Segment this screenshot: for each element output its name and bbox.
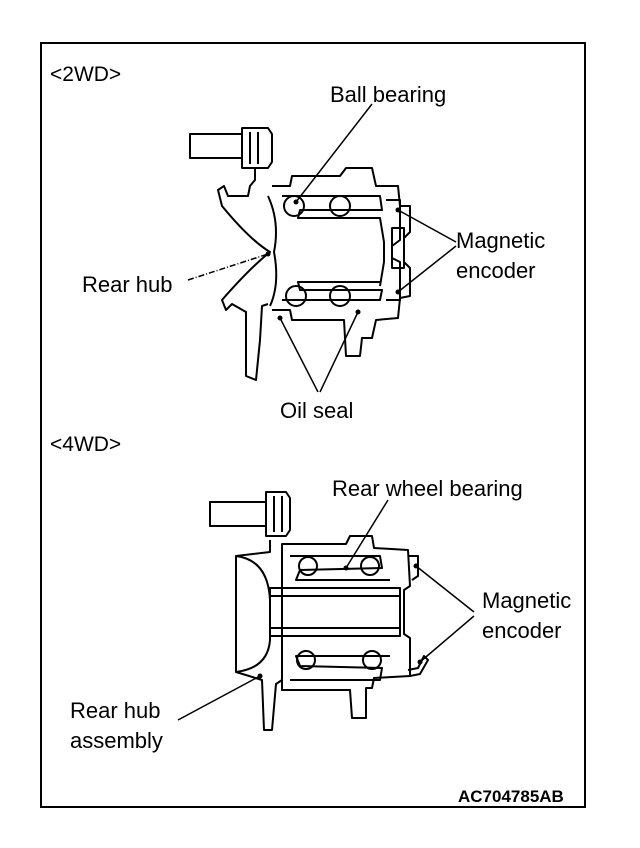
label-magnetic-2wd: Magnetic (456, 228, 546, 253)
label-oil-seal: Oil seal (280, 398, 354, 423)
label-rear-hub-assembly-line2: assembly (70, 728, 163, 753)
section-header-4wd: <4WD> (50, 433, 122, 456)
section-header-2wd: <2WD> (50, 63, 122, 86)
leader-lines-2wd (187, 103, 457, 393)
diagram-frame (40, 42, 586, 808)
label-ball-bearing: Ball bearing (330, 82, 447, 107)
rear-hub-4wd-drawing (209, 491, 429, 731)
label-encoder-4wd: encoder (482, 618, 562, 643)
figure-code: AC704785AB (458, 787, 564, 806)
label-rear-hub-assembly-line1: Rear hub (70, 698, 161, 723)
label-magnetic-4wd: Magnetic (482, 588, 572, 613)
label-encoder-2wd: encoder (456, 258, 536, 283)
label-rear-wheel-bearing: Rear wheel bearing (332, 476, 523, 501)
label-rear-hub: Rear hub (82, 272, 173, 297)
rear-hub-2wd-drawing (189, 127, 411, 381)
leader-lines-4wd (177, 499, 475, 721)
